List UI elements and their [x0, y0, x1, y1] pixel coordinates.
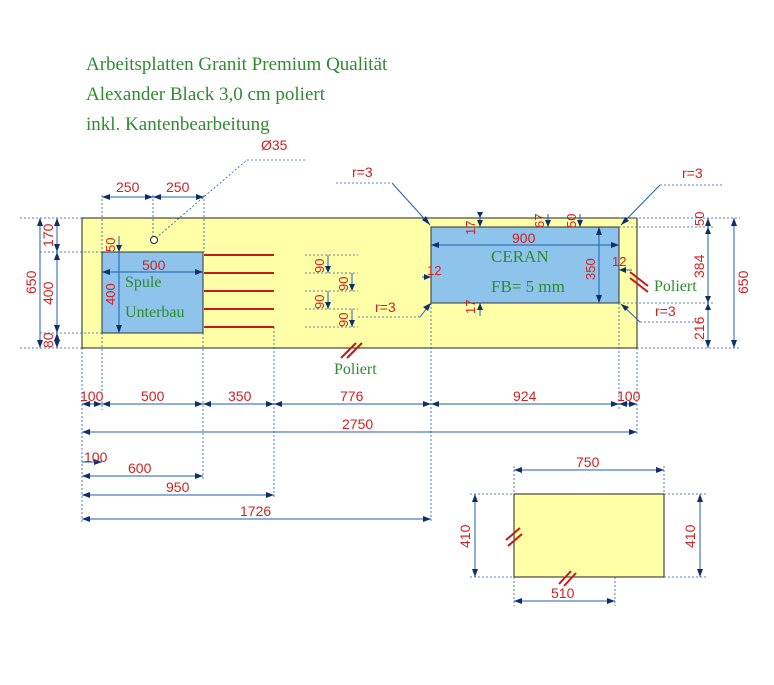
dim-sink-400: 400 — [103, 283, 118, 305]
dim-left-650: 650 — [23, 270, 39, 294]
polished-mark-small-left — [505, 527, 523, 547]
dim-sink-500: 500 — [142, 257, 166, 273]
dim-row4-950: 950 — [166, 479, 190, 495]
dim-left-80: 80 — [40, 332, 56, 348]
hole-diameter-label: Ø35 — [261, 137, 288, 153]
dim-sink-50: 50 — [103, 238, 118, 252]
polished-label-bottom: Poliert — [334, 361, 377, 378]
title-line-1: Arbeitsplatten Granit Premium Qualität — [86, 54, 388, 75]
radius-mid-label: r=3 — [375, 299, 396, 315]
dim-row3-100: 100 — [84, 449, 108, 465]
polished-mark-right — [629, 271, 649, 293]
polished-mark-small-bottom — [558, 570, 577, 587]
dim-left-400: 400 — [40, 281, 56, 305]
dim-row1-776: 776 — [340, 388, 364, 404]
dim-row1-500: 500 — [141, 388, 165, 404]
dim-groove-90-d: 90 — [336, 313, 351, 327]
small-worktop — [513, 493, 665, 578]
cooktop-label-ceran: CERAN — [491, 247, 549, 266]
dim-cooktop-12-right: 12 — [612, 254, 626, 269]
dim-cooktop-12-left: 12 — [427, 263, 441, 278]
dim-row3-600: 600 — [128, 460, 152, 476]
tap-hole — [150, 236, 158, 244]
dim-cooktop-67: 67 — [532, 214, 547, 228]
radius-br-label: r=3 — [655, 303, 676, 319]
dim-row5-1726: 1726 — [240, 503, 271, 519]
dim-total-2750: 2750 — [342, 416, 373, 432]
dim-top-250-a: 250 — [116, 179, 140, 195]
dim-row1-350: 350 — [228, 388, 252, 404]
dim-small-750: 750 — [576, 454, 600, 470]
sink-label-spule: Spule — [125, 274, 161, 291]
polished-mark-bottom — [340, 342, 363, 359]
dim-cooktop-350: 350 — [583, 258, 598, 280]
sink-label-unterbau: Unterbau — [125, 304, 185, 321]
dim-groove-90-a: 90 — [312, 259, 327, 273]
dim-cooktop-17-top: 17 — [463, 221, 478, 235]
drain-grooves — [204, 254, 274, 328]
dim-right-50: 50 — [692, 212, 707, 226]
title-line-3: inkl. Kantenbearbeitung — [86, 114, 270, 135]
dim-right-384: 384 — [691, 254, 707, 278]
dim-cooktop-17-bottom: 17 — [463, 300, 478, 314]
dim-row1-100-right: 100 — [617, 388, 641, 404]
dim-small-510: 510 — [551, 585, 575, 601]
radius-tl-label: r=3 — [352, 164, 373, 180]
dim-right-650: 650 — [735, 270, 751, 294]
polished-label-right: Poliert — [654, 278, 697, 295]
dim-right-216: 216 — [691, 316, 707, 340]
dim-small-410-right: 410 — [682, 524, 698, 548]
dim-top-250-b: 250 — [166, 179, 190, 195]
cooktop-label-fb: FB= 5 mm — [491, 277, 565, 296]
dim-cooktop-50: 50 — [564, 214, 579, 228]
dim-cooktop-900: 900 — [512, 230, 536, 246]
cooktop-cutout — [430, 226, 620, 304]
dim-row1-100-left: 100 — [80, 388, 104, 404]
dim-small-410-left: 410 — [457, 524, 473, 548]
dim-row1-924: 924 — [513, 388, 537, 404]
dim-groove-90-c: 90 — [312, 295, 327, 309]
dim-groove-90-b: 90 — [336, 277, 351, 291]
dim-left-170: 170 — [40, 223, 56, 247]
radius-tr-label: r=3 — [682, 165, 703, 181]
title-line-2: Alexander Black 3,0 cm poliert — [86, 84, 326, 105]
